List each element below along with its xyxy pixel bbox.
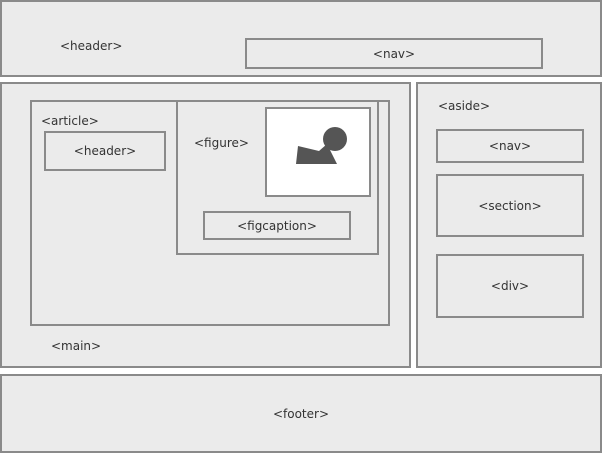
aside-block: <aside> <nav> <section> <div> (416, 82, 602, 368)
figure-image (265, 107, 371, 197)
article-header-block: <header> (44, 131, 166, 171)
image-icon (296, 127, 347, 164)
main-block: <article> <header> <figure> <figcaption>… (0, 82, 411, 368)
aside-nav-label: <nav> (488, 139, 532, 153)
header-label: <header> (60, 39, 123, 53)
main-label: <main> (51, 339, 102, 353)
article-label: <article> (41, 114, 99, 128)
article-header-label: <header> (73, 144, 137, 158)
aside-div-label: <div> (490, 279, 530, 293)
aside-label: <aside> (438, 99, 491, 113)
figcaption-label: <figcaption> (237, 218, 317, 233)
header-block: <header> <nav> (0, 0, 602, 77)
footer-label: <footer> (272, 406, 330, 421)
figure-label: <figure> (194, 136, 249, 150)
aside-section-label: <section> (478, 198, 542, 213)
aside-nav-block: <nav> (436, 129, 584, 163)
header-nav-label: <nav> (372, 46, 416, 61)
aside-section-block: <section> (436, 174, 584, 237)
figure-block: <figure> <figcaption> (176, 100, 379, 255)
aside-div-block: <div> (436, 254, 584, 318)
footer-block: <footer> (0, 374, 602, 453)
header-nav-block: <nav> (245, 38, 543, 69)
figcaption-block: <figcaption> (203, 211, 351, 240)
article-block: <article> <header> <figure> <figcaption> (30, 100, 390, 326)
